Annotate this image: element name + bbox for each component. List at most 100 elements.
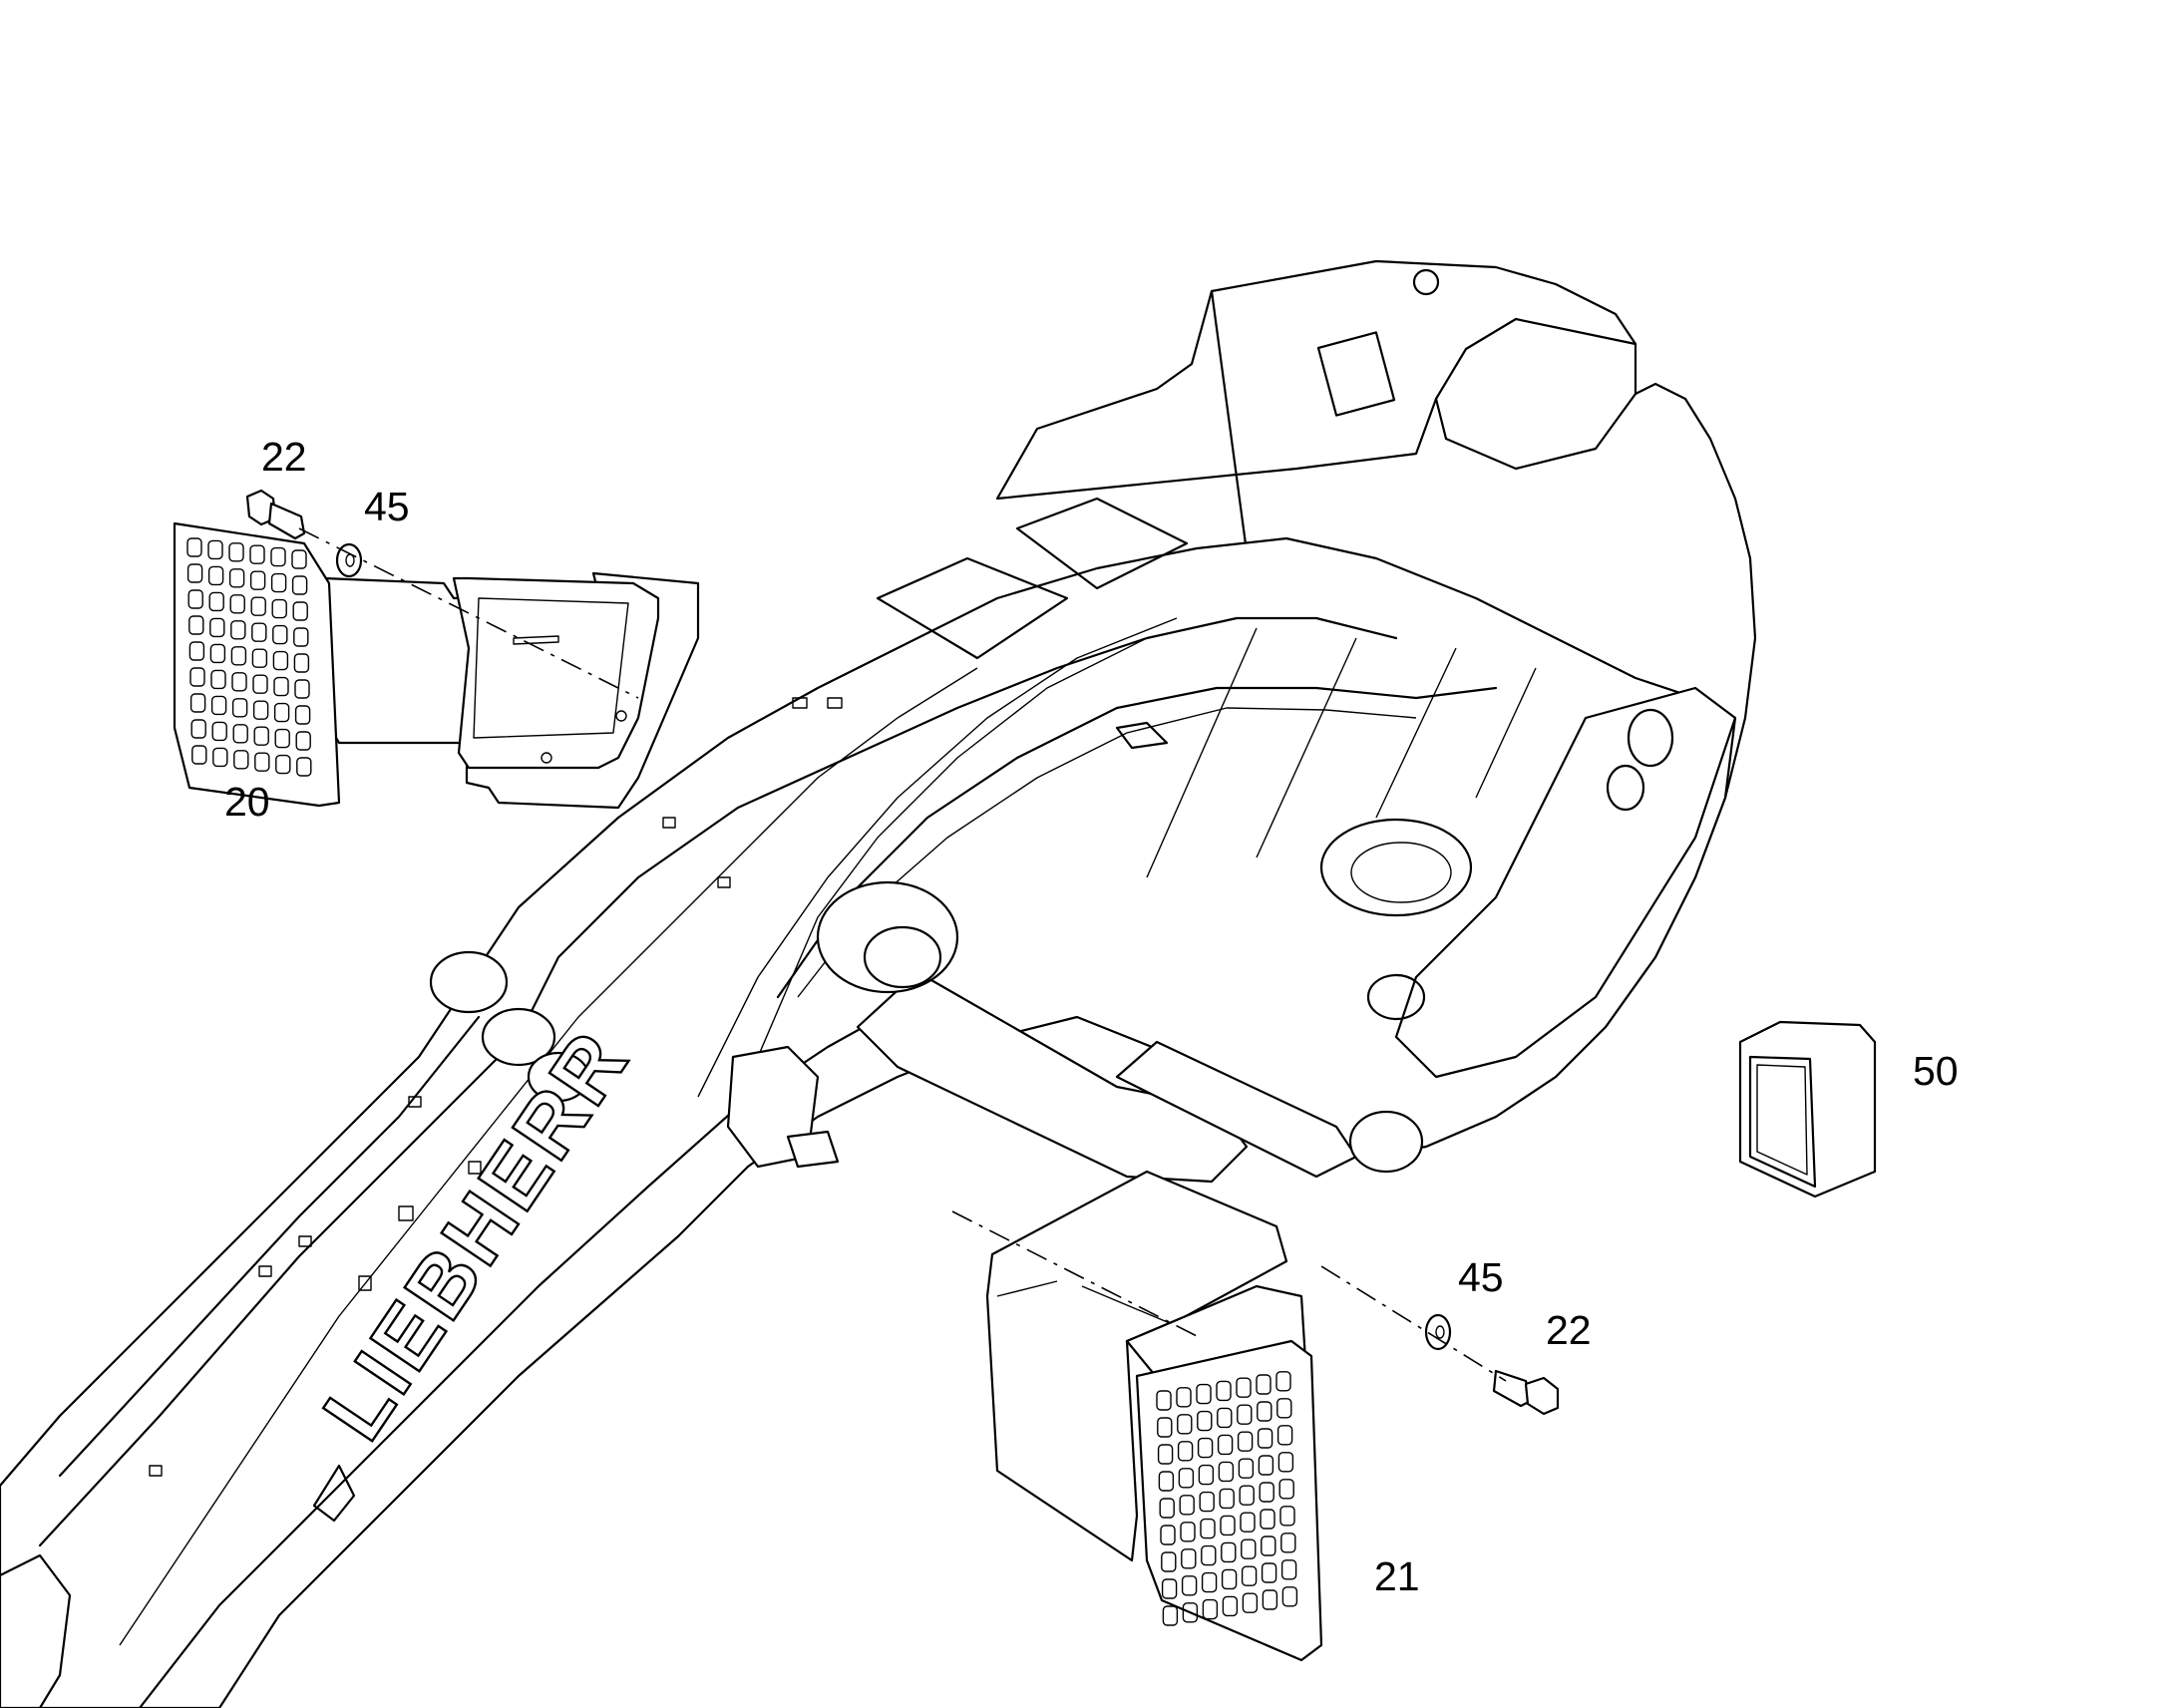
tread-hole: [1218, 1461, 1235, 1483]
boom-badge: [312, 1464, 356, 1523]
tread-hole: [1217, 1407, 1233, 1429]
tread-hole: [272, 624, 288, 645]
callout-bolt-upper: 22: [261, 434, 307, 480]
tread-hole: [1281, 1586, 1298, 1607]
tread-hole: [1159, 1498, 1175, 1519]
tread-hole: [1156, 1390, 1172, 1411]
tread-hole: [294, 705, 311, 725]
tread-hole: [252, 674, 268, 694]
cylinder-pivot-inner: [863, 925, 942, 989]
tread-hole: [251, 648, 268, 668]
tread-hole: [208, 591, 224, 612]
step-left: [173, 521, 700, 810]
step-left-tread-grid: [186, 537, 312, 777]
tread-hole: [1280, 1559, 1297, 1580]
bolt-lower: [1424, 1313, 1560, 1416]
tread-hole: [1177, 1414, 1193, 1435]
tread-hole: [230, 620, 246, 640]
tread-hole: [191, 745, 207, 765]
tread-hole: [1179, 1495, 1195, 1516]
boom-top-ridge: [58, 1015, 481, 1478]
tread-hole: [1257, 1428, 1273, 1449]
tread-hole: [188, 615, 204, 635]
cover-box-inner: [1756, 1064, 1808, 1176]
pivot-plate-right: [1394, 686, 1737, 1079]
step-left-frame-inner: [473, 597, 629, 739]
boom-upper-edge: [0, 536, 1737, 1708]
tread-hole: [1158, 1471, 1175, 1492]
pivot-hole-right-1: [1627, 708, 1674, 768]
tread-hole: [1242, 1592, 1259, 1613]
step-left-hole-2: [541, 752, 552, 764]
rear-top-deck: [995, 289, 1637, 501]
tread-hole: [1201, 1571, 1218, 1593]
tread-hole: [293, 653, 310, 673]
tread-hole: [1219, 1488, 1235, 1510]
tread-hole: [294, 679, 310, 699]
tread-hole: [1177, 1441, 1194, 1462]
bolt-lower-head: [1524, 1376, 1560, 1416]
slew-ring-inner: [1350, 842, 1452, 903]
tread-hole: [1278, 1479, 1294, 1500]
cylinder-pivot: [816, 880, 959, 994]
cylinder-rod: [1115, 1040, 1358, 1179]
tread-hole: [270, 572, 287, 593]
tread-hole: [1258, 1455, 1274, 1476]
tread-hole: [1257, 1401, 1272, 1422]
callout-washer-lower: 45: [1458, 1254, 1504, 1300]
tread-hole: [1201, 1544, 1217, 1566]
callout-cover: 50: [1913, 1048, 1959, 1094]
tread-hole: [254, 752, 270, 772]
tread-hole: [210, 695, 227, 716]
boom-badge-2: [1115, 721, 1169, 750]
valve-pedal: [786, 1130, 840, 1169]
top-boss: [1412, 268, 1440, 296]
tread-hole: [292, 601, 308, 621]
boom-inner-edge: [38, 616, 1398, 1547]
tread-hole: [291, 549, 307, 569]
tread-hole: [1256, 1374, 1272, 1395]
step-right-tread: [1135, 1339, 1323, 1662]
pivot-hole-right-3: [1366, 973, 1426, 1021]
tread-hole: [232, 724, 248, 744]
tread-hole: [253, 726, 269, 746]
bolt-upper-shank: [267, 502, 306, 540]
tread-hole: [1275, 1371, 1291, 1392]
tread-hole: [1236, 1377, 1252, 1398]
boom-small-fittings: [149, 697, 843, 1477]
callout-washer-upper: 45: [364, 484, 410, 529]
centerline-lower-2: [1320, 1265, 1507, 1382]
tread-hole: [186, 537, 202, 557]
tread-hole: [229, 594, 245, 614]
washer-upper: [335, 542, 363, 578]
tread-hole: [231, 698, 248, 718]
tread-hole: [1279, 1506, 1295, 1527]
tread-hole: [1276, 1425, 1293, 1446]
top-hatch: [1316, 331, 1396, 417]
boom-cylinder: [856, 970, 1249, 1184]
tread-hole: [1197, 1437, 1214, 1459]
tread-hole: [1161, 1578, 1178, 1599]
tread-hole: [1280, 1533, 1296, 1553]
tread-hole: [1276, 1398, 1292, 1419]
tread-hole: [233, 750, 249, 770]
pivot-left-1: [429, 950, 509, 1014]
tread-hole: [252, 700, 269, 720]
tread-hole: [1198, 1464, 1215, 1486]
boom-panel-lines: [1146, 627, 1537, 878]
tread-hole: [209, 643, 226, 664]
boom-foot: [0, 1553, 72, 1708]
cover-box-front: [1748, 1055, 1817, 1189]
callout-step-right: 21: [1374, 1553, 1420, 1599]
step-left-slot: [513, 635, 559, 645]
mount-plate-1: [876, 556, 1069, 660]
rear-side-wall: [1434, 392, 1637, 471]
tread-hole: [1161, 1551, 1177, 1572]
tread-hole: [1197, 1410, 1213, 1432]
tread-hole: [1196, 1383, 1212, 1405]
tread-hole: [211, 721, 227, 742]
step-left-frame-top: [452, 576, 660, 770]
tread-hole: [1260, 1509, 1275, 1530]
tread-hole: [1220, 1515, 1236, 1537]
